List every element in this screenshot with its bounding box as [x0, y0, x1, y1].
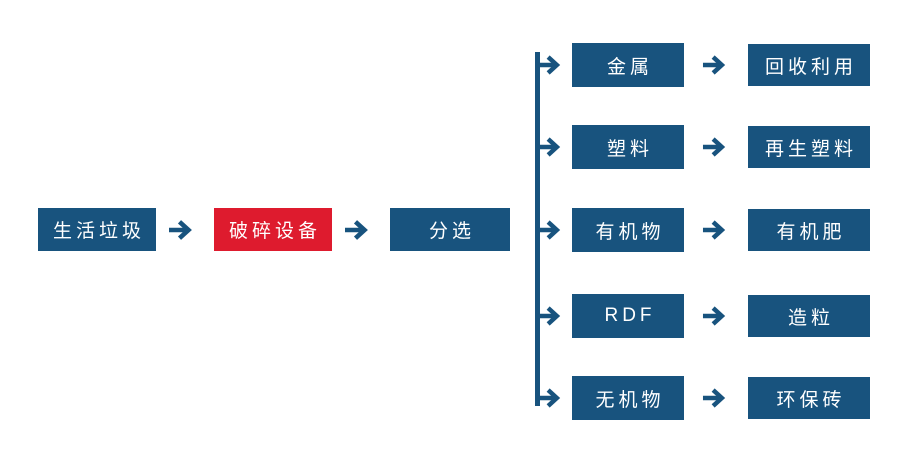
branch-arrow-icon: [537, 387, 568, 409]
branch-arrow-icon: [537, 136, 568, 158]
result-arrow-icon: [702, 305, 733, 327]
node-category-organic: 有机物: [572, 208, 684, 252]
node-category-metal: 金属: [572, 43, 684, 87]
branch-arrow-icon: [537, 219, 568, 241]
arrow-source-crusher-icon: [168, 219, 200, 241]
node-result-granulation: 造粒: [748, 295, 870, 337]
node-result-recycled-plastic: 再生塑料: [748, 126, 870, 168]
node-category-plastic: 塑料: [572, 125, 684, 169]
result-arrow-icon: [702, 387, 733, 409]
result-arrow-icon: [702, 136, 733, 158]
node-result-eco-brick: 环保砖: [748, 377, 870, 419]
node-sorting: 分选: [390, 208, 510, 251]
result-arrow-icon: [702, 219, 733, 241]
node-category-rdf: RDF: [572, 294, 684, 338]
result-arrow-icon: [702, 54, 733, 76]
branch-arrow-icon: [537, 54, 568, 76]
branch-arrow-icon: [537, 305, 568, 327]
arrow-crusher-sorting-icon: [344, 219, 376, 241]
node-household-waste: 生活垃圾: [38, 208, 156, 251]
node-result-recycling: 回收利用: [748, 44, 870, 86]
node-category-inorganic: 无机物: [572, 376, 684, 420]
node-result-organic-fertilizer: 有机肥: [748, 209, 870, 251]
node-crushing-equipment: 破碎设备: [214, 208, 332, 251]
